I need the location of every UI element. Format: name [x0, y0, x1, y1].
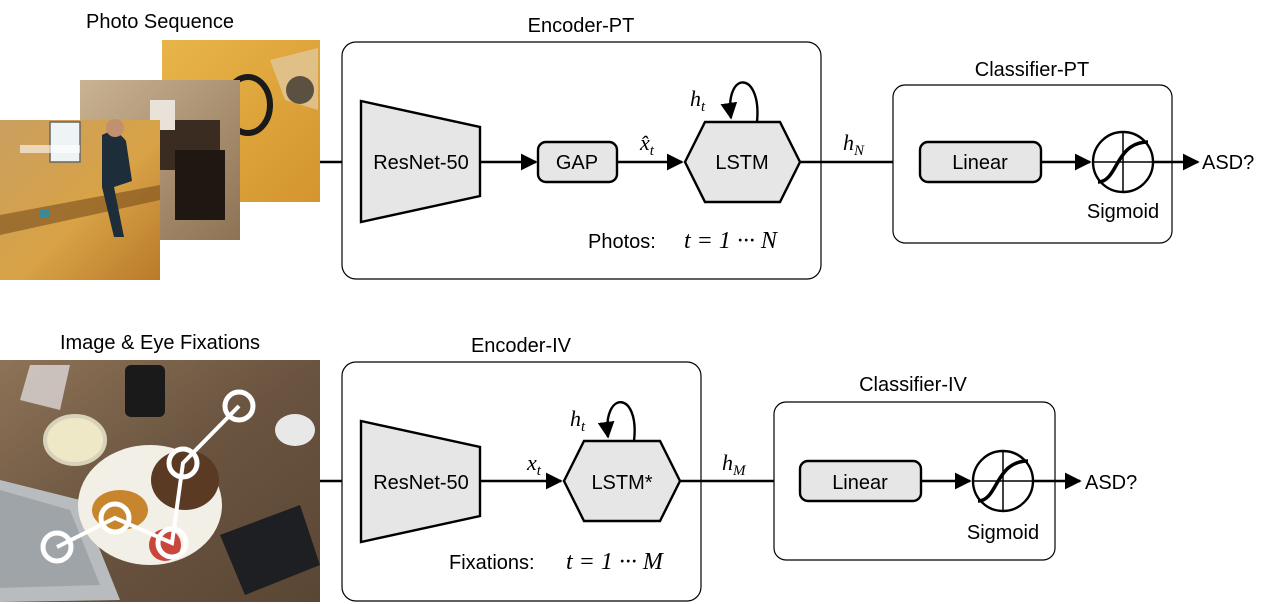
hidden-state-label: ht: [690, 86, 706, 115]
feature-label: x̂t: [639, 130, 655, 159]
lstm-label: LSTM*: [591, 472, 652, 494]
feature-label: xt: [526, 450, 542, 479]
photo-thumbnail: [0, 119, 160, 280]
output-label: ASD?: [1085, 472, 1137, 494]
final-state-label: hM: [722, 450, 747, 479]
sigmoid-label: Sigmoid: [1087, 201, 1159, 223]
resnet-label: ResNet-50: [373, 472, 469, 494]
loop-range: t = 1 ··· N: [684, 228, 779, 254]
fixation-circle: [40, 530, 74, 564]
fixation-circle: [222, 389, 256, 423]
sigmoid-label: Sigmoid: [967, 522, 1039, 544]
resnet-block: [359, 419, 482, 544]
input-title: Image & Eye Fixations: [60, 332, 260, 354]
classifier-title: Classifier-PT: [975, 59, 1089, 81]
linear-label: Linear: [952, 152, 1008, 174]
encoder-title: Encoder-PT: [528, 15, 635, 37]
resnet-label: ResNet-50: [373, 152, 469, 174]
fixation-circle: [98, 501, 132, 535]
loop-caption: Photos:: [588, 231, 656, 253]
loop-range: t = 1 ··· M: [566, 549, 665, 575]
photo-sequence: [0, 40, 320, 280]
linear-label: Linear: [832, 472, 888, 494]
lstm-label: LSTM: [715, 152, 768, 174]
fixation-scanpath: [40, 389, 256, 564]
fixation-circle: [155, 526, 189, 560]
sigmoid-icon: [1091, 130, 1155, 194]
input-title: Photo Sequence: [86, 11, 234, 33]
sigmoid-icon: [971, 449, 1035, 513]
gap-label: GAP: [556, 152, 598, 174]
output-label: ASD?: [1202, 152, 1254, 174]
fixation-circle: [166, 446, 200, 480]
resnet-block: [359, 99, 482, 224]
hidden-state-label: ht: [570, 406, 586, 435]
loop-caption: Fixations:: [449, 552, 535, 574]
encoder-title: Encoder-IV: [471, 335, 572, 357]
fixation-image: [0, 360, 320, 602]
lstm-recurrence-arrow: [597, 401, 636, 442]
classifier-title: Classifier-IV: [859, 374, 967, 396]
lstm-recurrence-arrow: [720, 81, 759, 123]
final-state-label: hN: [843, 130, 865, 159]
